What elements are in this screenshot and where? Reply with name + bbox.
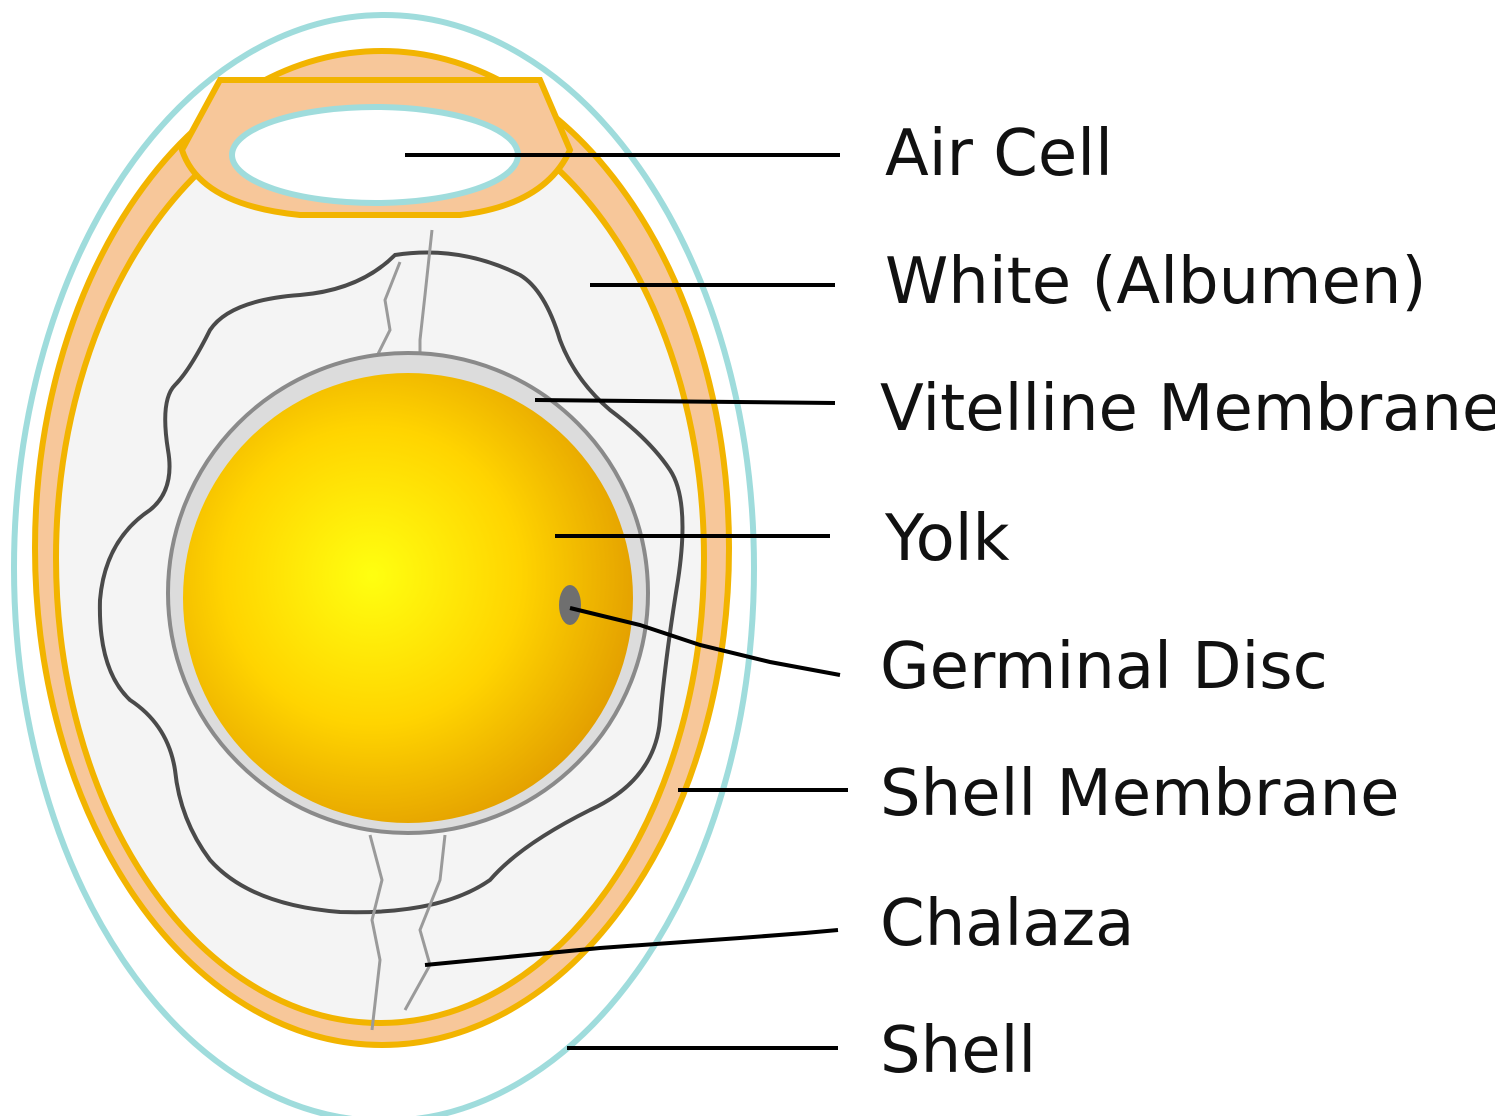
germinal-disc — [559, 585, 581, 625]
label-shell: Shell — [880, 1014, 1036, 1088]
label-air-cell: Air Cell — [885, 117, 1113, 191]
label-white: White (Albumen) — [885, 245, 1426, 319]
label-yolk: Yolk — [884, 502, 1010, 576]
label-chalaza: Chalaza — [880, 887, 1134, 961]
label-germinal-disc: Germinal Disc — [880, 630, 1328, 704]
label-vitelline-membrane: Vitelline Membrane — [880, 372, 1495, 446]
label-shell-membrane: Shell Membrane — [880, 757, 1400, 831]
